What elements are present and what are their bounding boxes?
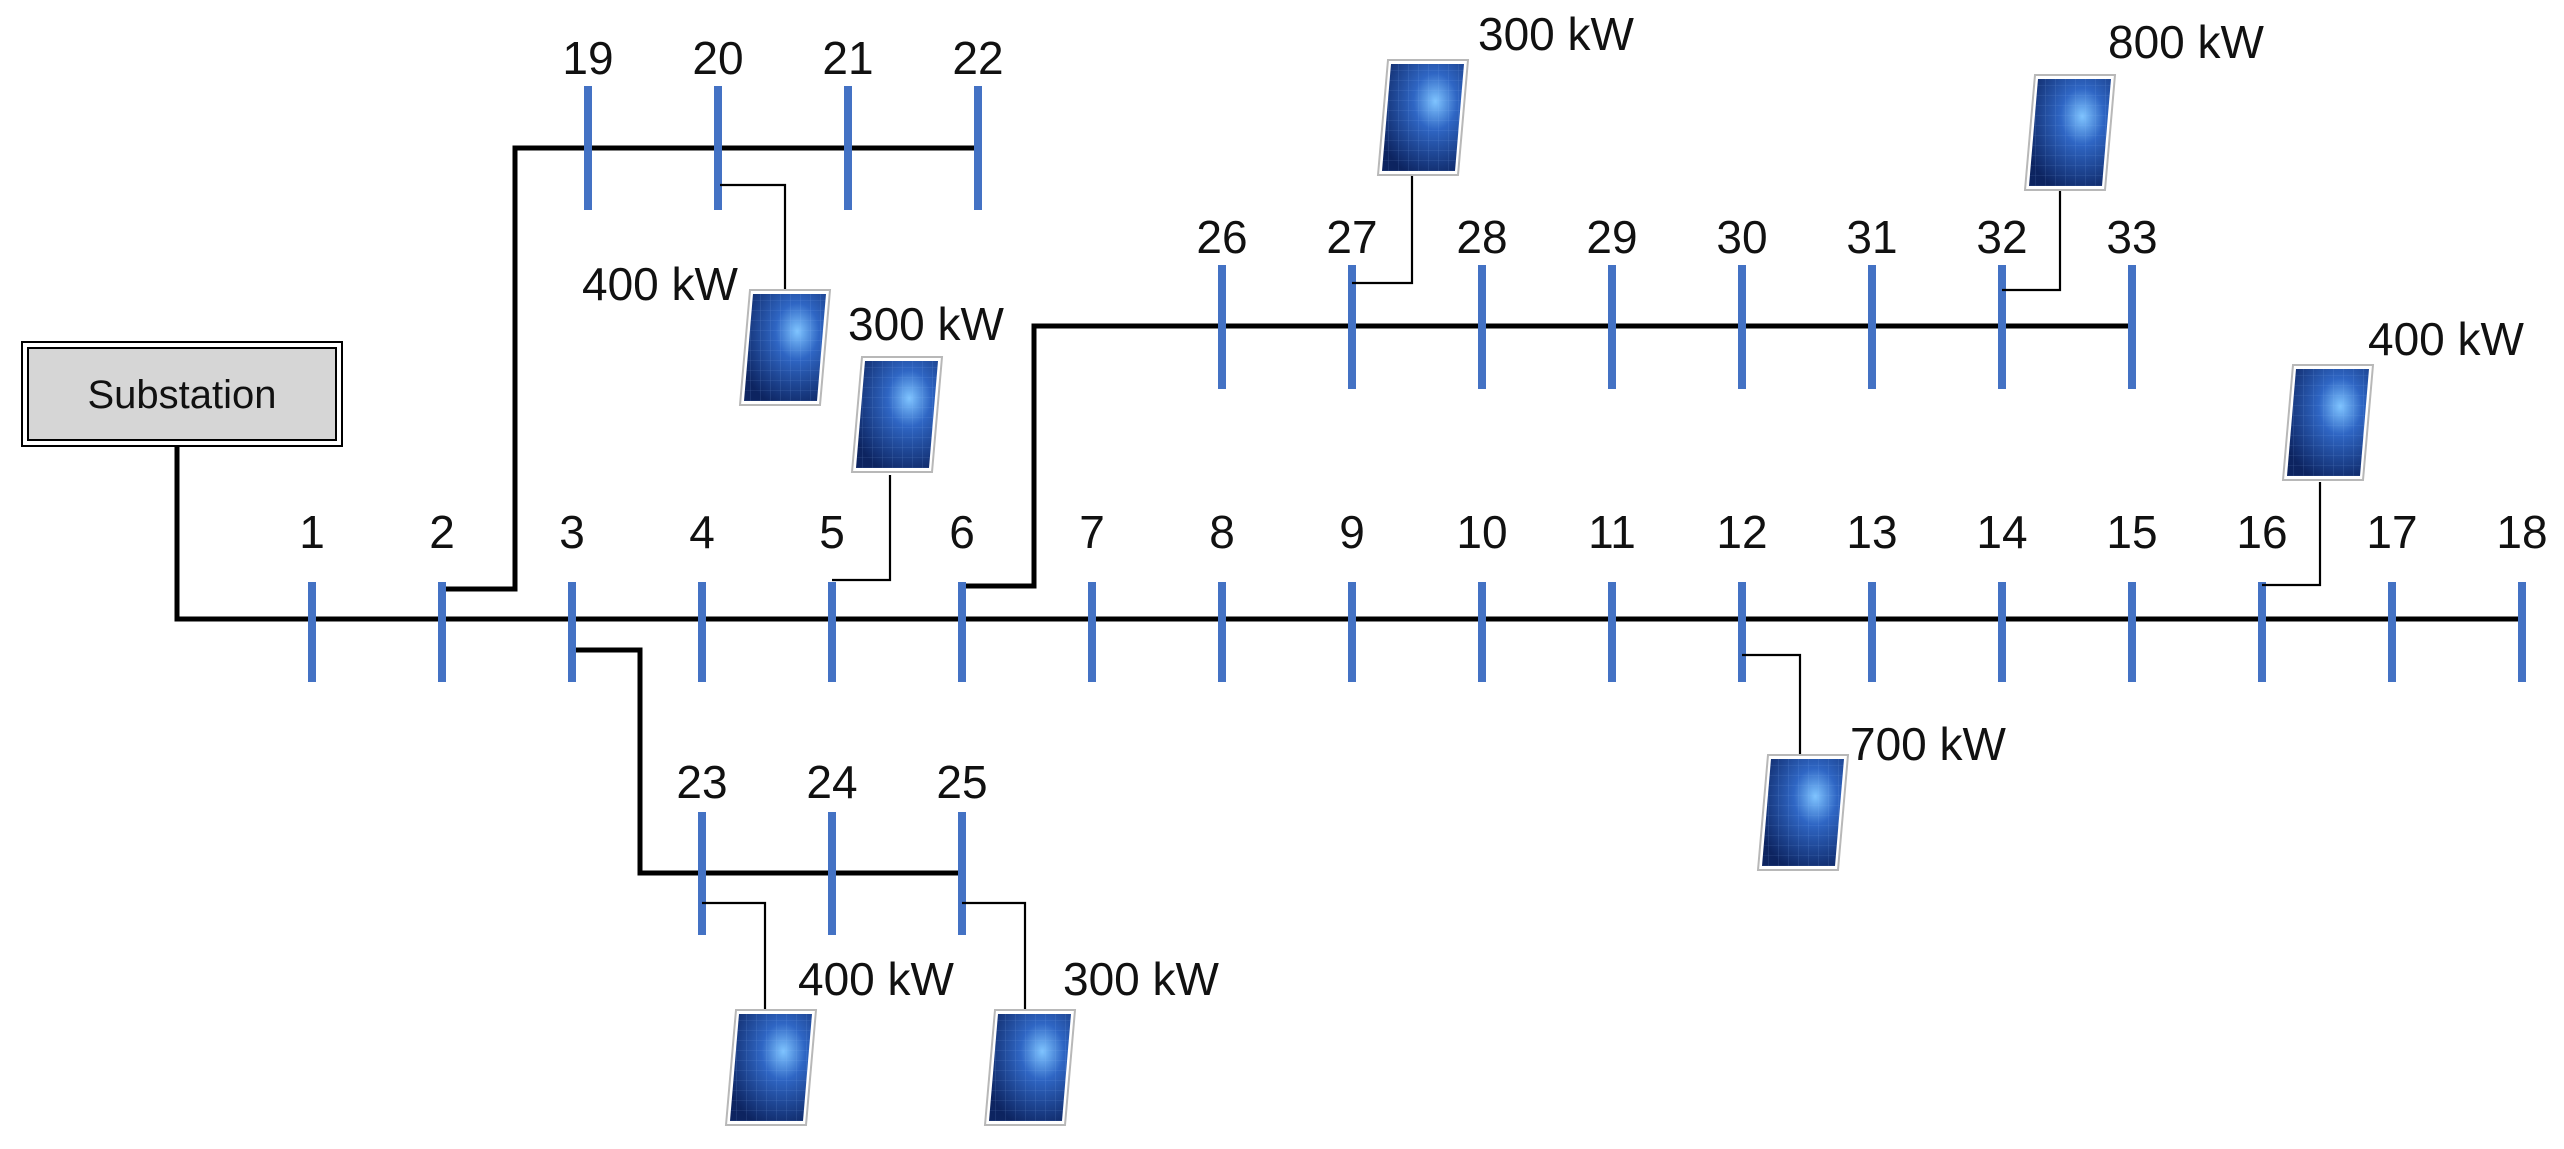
bus-21-label: 21	[822, 32, 873, 84]
feeder-lines	[174, 145, 2520, 876]
pv-rating-label: 300 kW	[1478, 8, 1635, 60]
substation: Substation	[21, 341, 343, 447]
pv-connector-line	[1352, 175, 1414, 285]
pv-rating-label: 400 kW	[798, 953, 955, 1005]
bus-24-label: 24	[806, 756, 857, 808]
pv-system-bus-16: 400 kW	[2262, 313, 2525, 587]
lateral-2-19-line	[442, 145, 980, 592]
substation-feeder-line	[174, 446, 312, 622]
bus-10-label: 10	[1456, 506, 1507, 558]
bus-23-label: 23	[676, 756, 727, 808]
pv-connector-line	[962, 901, 1027, 1010]
pv-systems: 400 kW 300 kW 300 kW 800 kW 400 kW 700 kW 400 …	[582, 8, 2525, 1126]
bus-33-label: 33	[2106, 211, 2157, 263]
bus-25-label: 25	[936, 756, 987, 808]
bus-15-label: 15	[2106, 506, 2157, 558]
bus-22-label: 22	[952, 32, 1003, 84]
bus-11-label: 11	[1588, 506, 1636, 558]
bus-18-label: 18	[2496, 506, 2547, 558]
pv-rating-label: 800 kW	[2108, 16, 2265, 68]
bus-27-label: 27	[1326, 211, 1377, 263]
pv-connector-line	[720, 183, 787, 295]
bus-9-label: 9	[1339, 506, 1365, 558]
bus-31-label: 31	[1846, 211, 1897, 263]
bus-12-label: 12	[1716, 506, 1767, 558]
pv-system-bus-23: 400 kW	[702, 901, 955, 1126]
bus-20-label: 20	[692, 32, 743, 84]
bus-14-label: 14	[1976, 506, 2027, 558]
pv-system-bus-5: 300 kW	[832, 298, 1005, 582]
pv-rating-label: 300 kW	[848, 298, 1005, 350]
lateral-6-26-line	[962, 323, 2135, 589]
pv-rating-label: 300 kW	[1063, 953, 1220, 1005]
solar-panel-icon	[984, 1009, 1076, 1126]
solar-panel-icon	[739, 289, 831, 406]
bus-6-label: 6	[949, 506, 975, 558]
bus-19-label: 19	[562, 32, 613, 84]
solar-panel-icon	[1757, 754, 1849, 871]
pv-system-bus-27: 300 kW	[1352, 8, 1635, 285]
bus-28-label: 28	[1456, 211, 1507, 263]
lateral-3-23-line	[572, 647, 962, 876]
bus-16-label: 16	[2236, 506, 2287, 558]
pv-system-bus-12: 700 kW	[1742, 653, 2007, 871]
bus-4-label: 4	[689, 506, 715, 558]
pv-system-bus-32: 800 kW	[2002, 16, 2265, 292]
bus-17-label: 17	[2366, 506, 2417, 558]
solar-panel-icon	[2282, 364, 2374, 481]
solar-panel-icon	[725, 1009, 817, 1126]
pv-connector-line	[2262, 482, 2322, 587]
bus-32-label: 32	[1976, 211, 2027, 263]
substation-label: Substation	[87, 373, 276, 417]
solar-panel-icon	[851, 356, 943, 473]
bus-13-label: 13	[1846, 506, 1897, 558]
bus-1-label: 1	[299, 506, 325, 558]
pv-system-bus-25: 300 kW	[962, 901, 1220, 1126]
pv-connector-line	[702, 901, 767, 1010]
pv-system-bus-20: 400 kW	[582, 183, 831, 406]
pv-connector-line	[832, 475, 892, 582]
bus-26-label: 26	[1196, 211, 1247, 263]
pv-connector-line	[2002, 190, 2062, 292]
pv-rating-label: 400 kW	[2368, 313, 2525, 365]
pv-rating-label: 700 kW	[1850, 718, 2007, 770]
bus-7-label: 7	[1079, 506, 1105, 558]
solar-panel-icon	[2024, 74, 2116, 191]
bus-2-label: 2	[429, 506, 455, 558]
bus-29-label: 29	[1586, 211, 1637, 263]
bus-3-label: 3	[559, 506, 585, 558]
bus-8-label: 8	[1209, 506, 1235, 558]
pv-rating-label: 400 kW	[582, 258, 739, 310]
bus-30-label: 30	[1716, 211, 1767, 263]
bus-5-label: 5	[819, 506, 845, 558]
solar-panel-icon	[1377, 59, 1469, 176]
pv-connector-line	[1742, 653, 1802, 755]
